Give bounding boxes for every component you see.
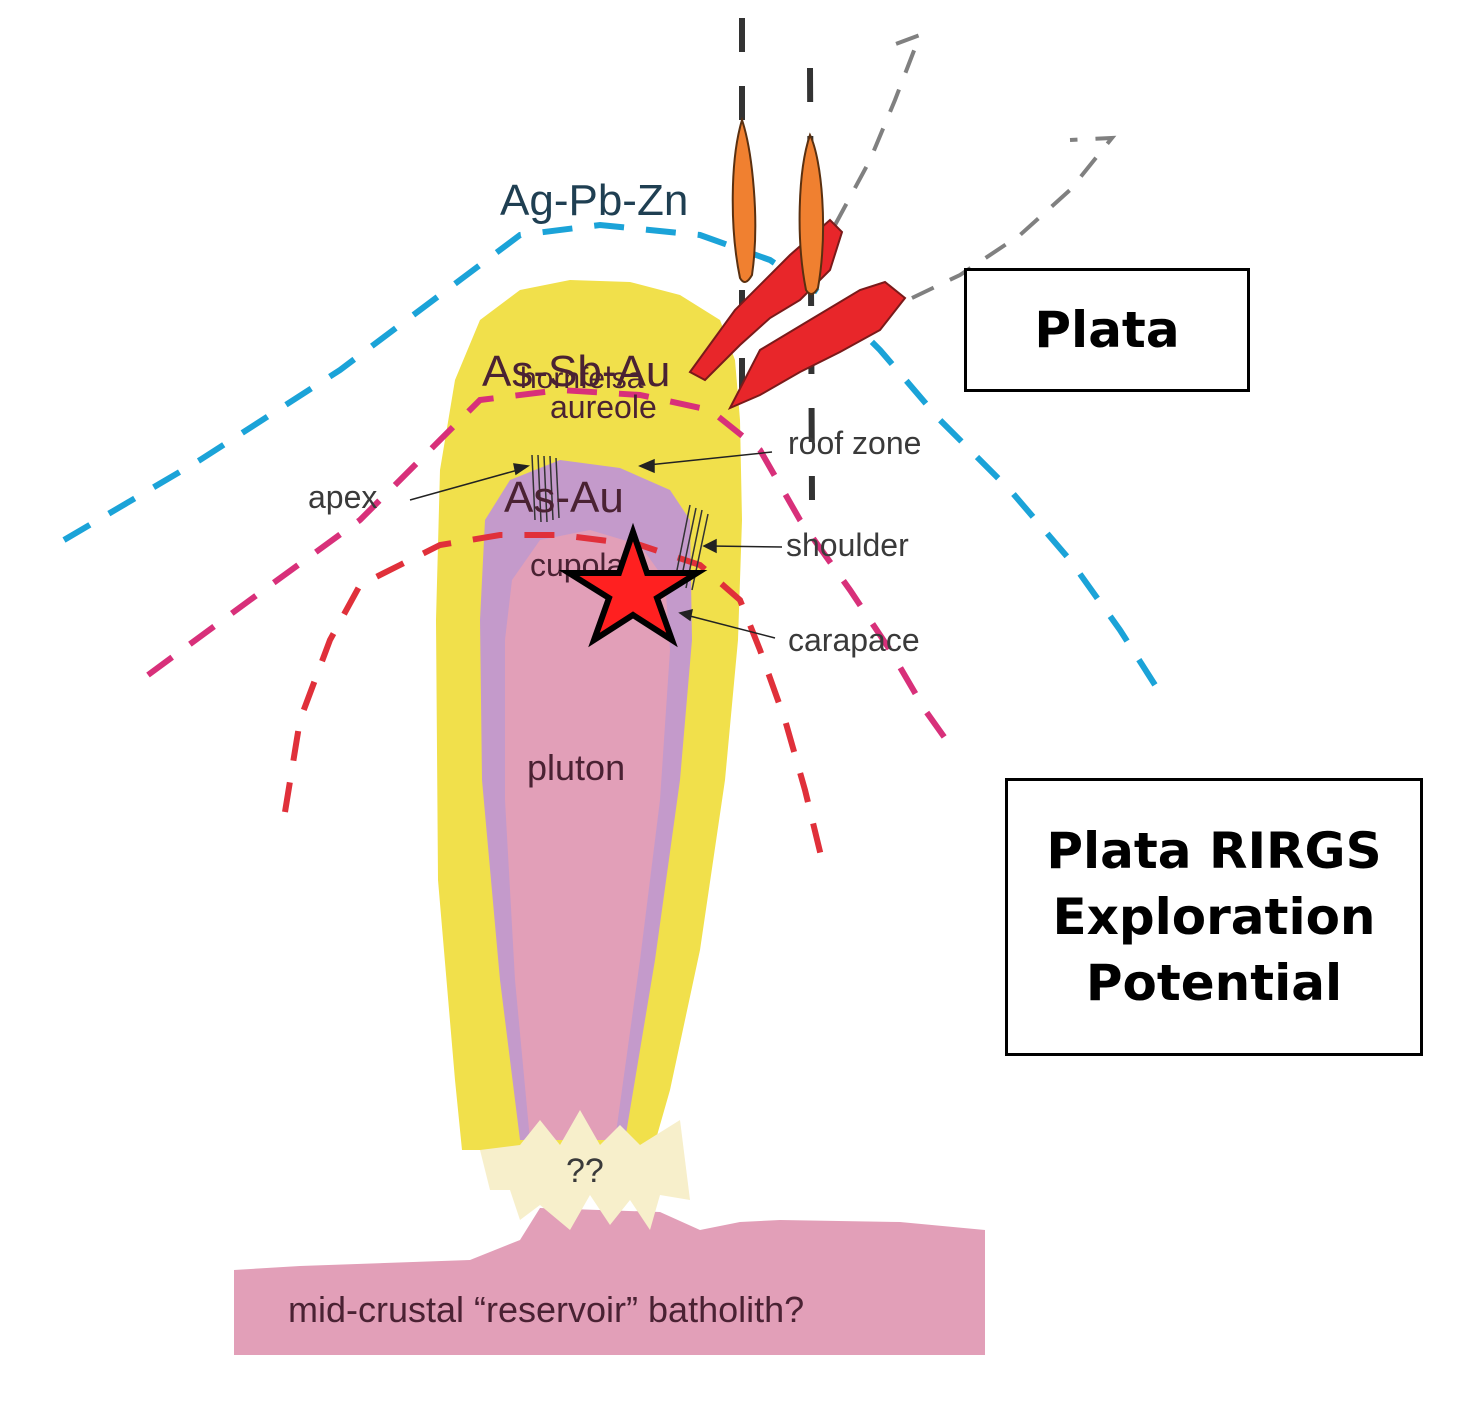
red-vein-2 <box>727 280 907 411</box>
rirgs-line-3: Potential <box>1085 954 1343 1012</box>
orange-vein-2 <box>798 132 825 295</box>
fault-grey-2 <box>911 135 1117 300</box>
callout-shoulder: shoulder <box>786 527 909 563</box>
batholith-body <box>234 1208 985 1355</box>
label-unknown: ?? <box>566 1152 604 1190</box>
rirgs-potential-box: Plata RIRGS Exploration Potential <box>1005 778 1423 1056</box>
label-ag-pb-zn: Ag-Pb-Zn <box>500 176 688 225</box>
label-as-sb-au: As-Sb-Au <box>482 347 670 396</box>
pluton-body <box>505 530 670 1140</box>
ag-pb-zn-boundary <box>62 221 1158 687</box>
label-aureole: aureole <box>550 389 657 425</box>
label-pluton: pluton <box>527 747 625 788</box>
rirgs-line-1: Plata RIRGS <box>1046 822 1382 880</box>
fault-grey-1 <box>833 31 924 226</box>
plata-label: Plata <box>1034 301 1180 359</box>
callout-carapace: carapace <box>788 622 920 658</box>
plata-label-box: Plata <box>964 268 1250 392</box>
rirgs-line-2: Exploration <box>1052 888 1376 946</box>
label-batholith: mid-crustal “reservoir” batholith? <box>288 1289 804 1330</box>
label-as-au: As-Au <box>504 473 624 522</box>
as-sb-au-boundary <box>146 386 955 750</box>
callout-leaders <box>409 451 783 639</box>
star-icon <box>558 522 708 648</box>
callout-roof-zone: roof zone <box>788 425 921 461</box>
unknown-zone <box>480 1110 690 1230</box>
as-au-boundary <box>282 532 825 861</box>
callout-apex: apex <box>308 479 377 515</box>
orange-vein-1 <box>731 116 757 283</box>
label-hornfels: hornfelsa <box>520 362 644 395</box>
apex-hatching <box>531 454 560 523</box>
